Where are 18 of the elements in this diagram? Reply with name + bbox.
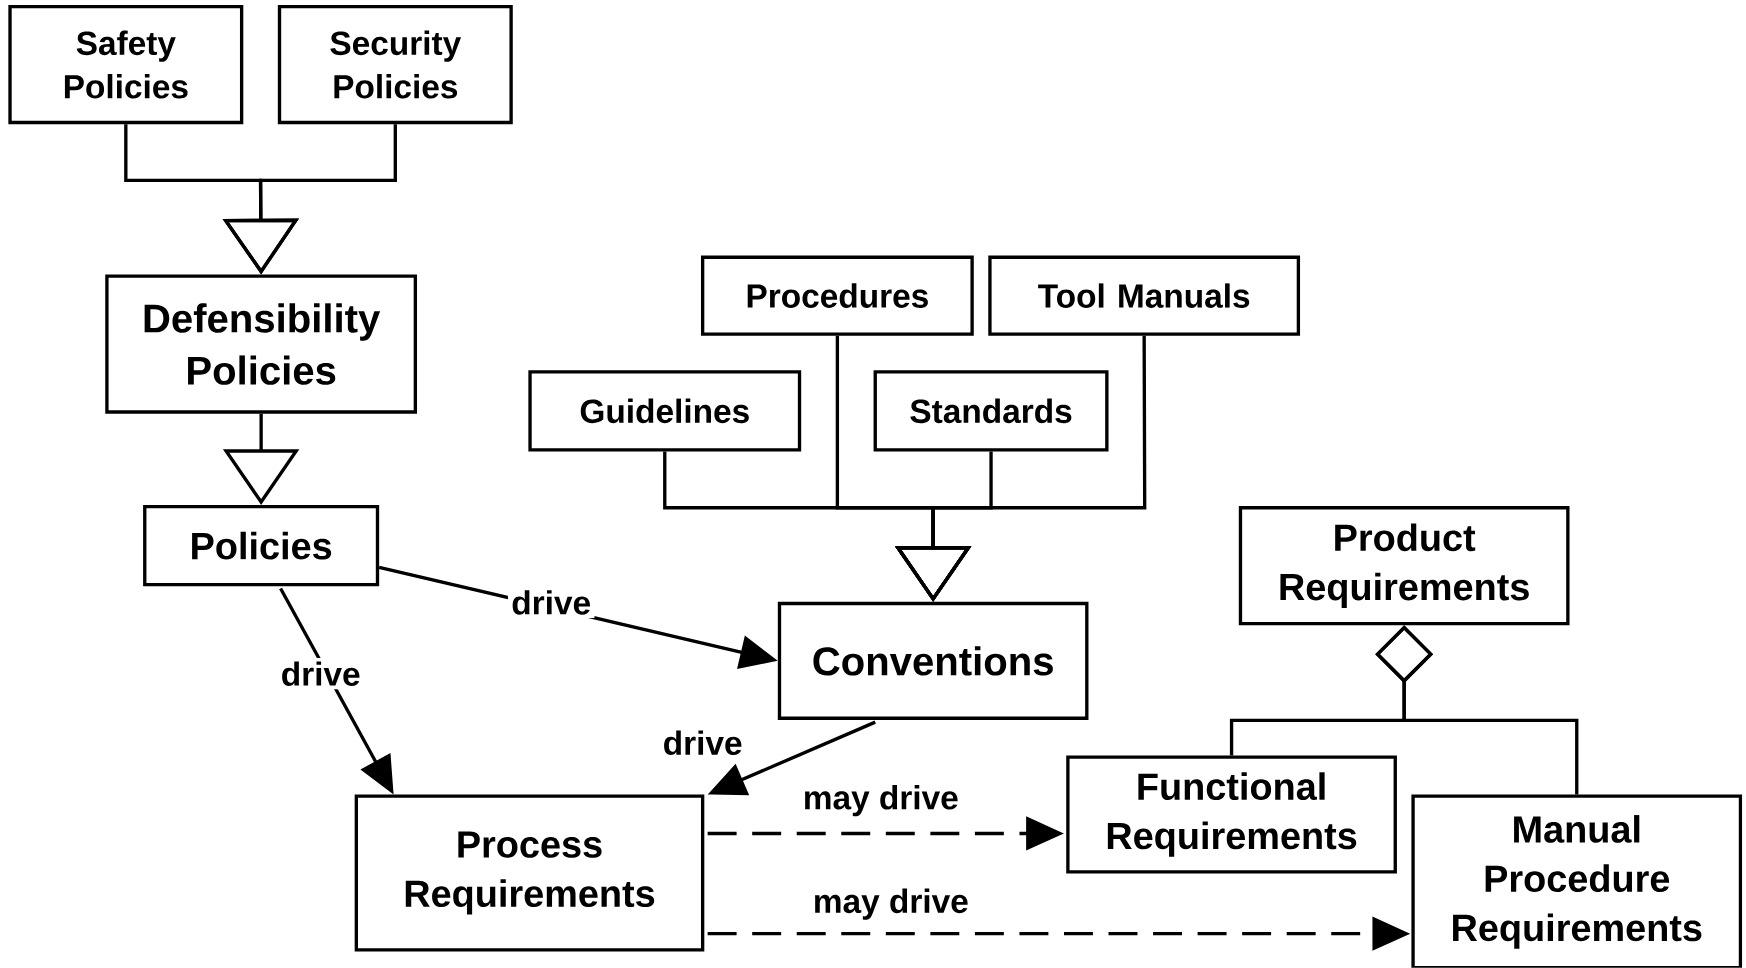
box: Procedures <box>700 255 974 336</box>
box: Security Policies <box>277 5 513 125</box>
box: Safety Policies <box>8 5 244 125</box>
edge-label: drive <box>507 587 595 619</box>
box: Product Requirements <box>1238 506 1570 626</box>
box: Policies <box>143 505 380 587</box>
box: Manual Procedure Requirements <box>1411 794 1743 968</box>
edge-label: drive <box>277 658 364 690</box>
box: Defensibility Policies <box>105 274 418 414</box>
box: Functional Requirements <box>1066 755 1397 874</box>
box: Tool Manuals <box>988 255 1301 336</box>
box: Guidelines <box>528 370 802 452</box>
edge-label: may drive <box>809 885 973 924</box>
edge-label: may drive <box>799 781 963 820</box>
box: Process Requirements <box>354 794 705 952</box>
edge-label: drive <box>659 727 746 759</box>
box: Conventions <box>777 602 1089 721</box>
box: Standards <box>873 370 1109 452</box>
